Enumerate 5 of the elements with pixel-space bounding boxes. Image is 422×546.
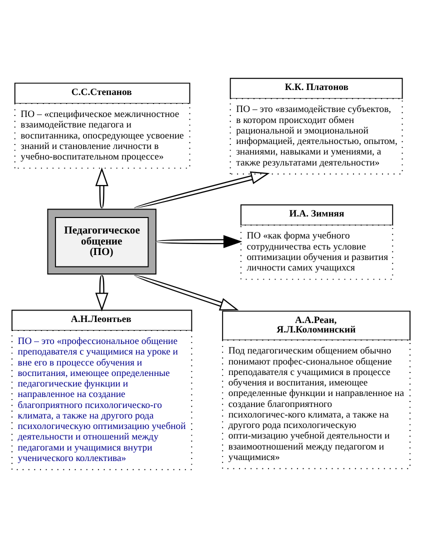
arrow [134, 170, 270, 208]
arrow [95, 274, 108, 311]
arrow [134, 274, 239, 310]
arrow [95, 166, 108, 208]
arrow [156, 234, 242, 248]
